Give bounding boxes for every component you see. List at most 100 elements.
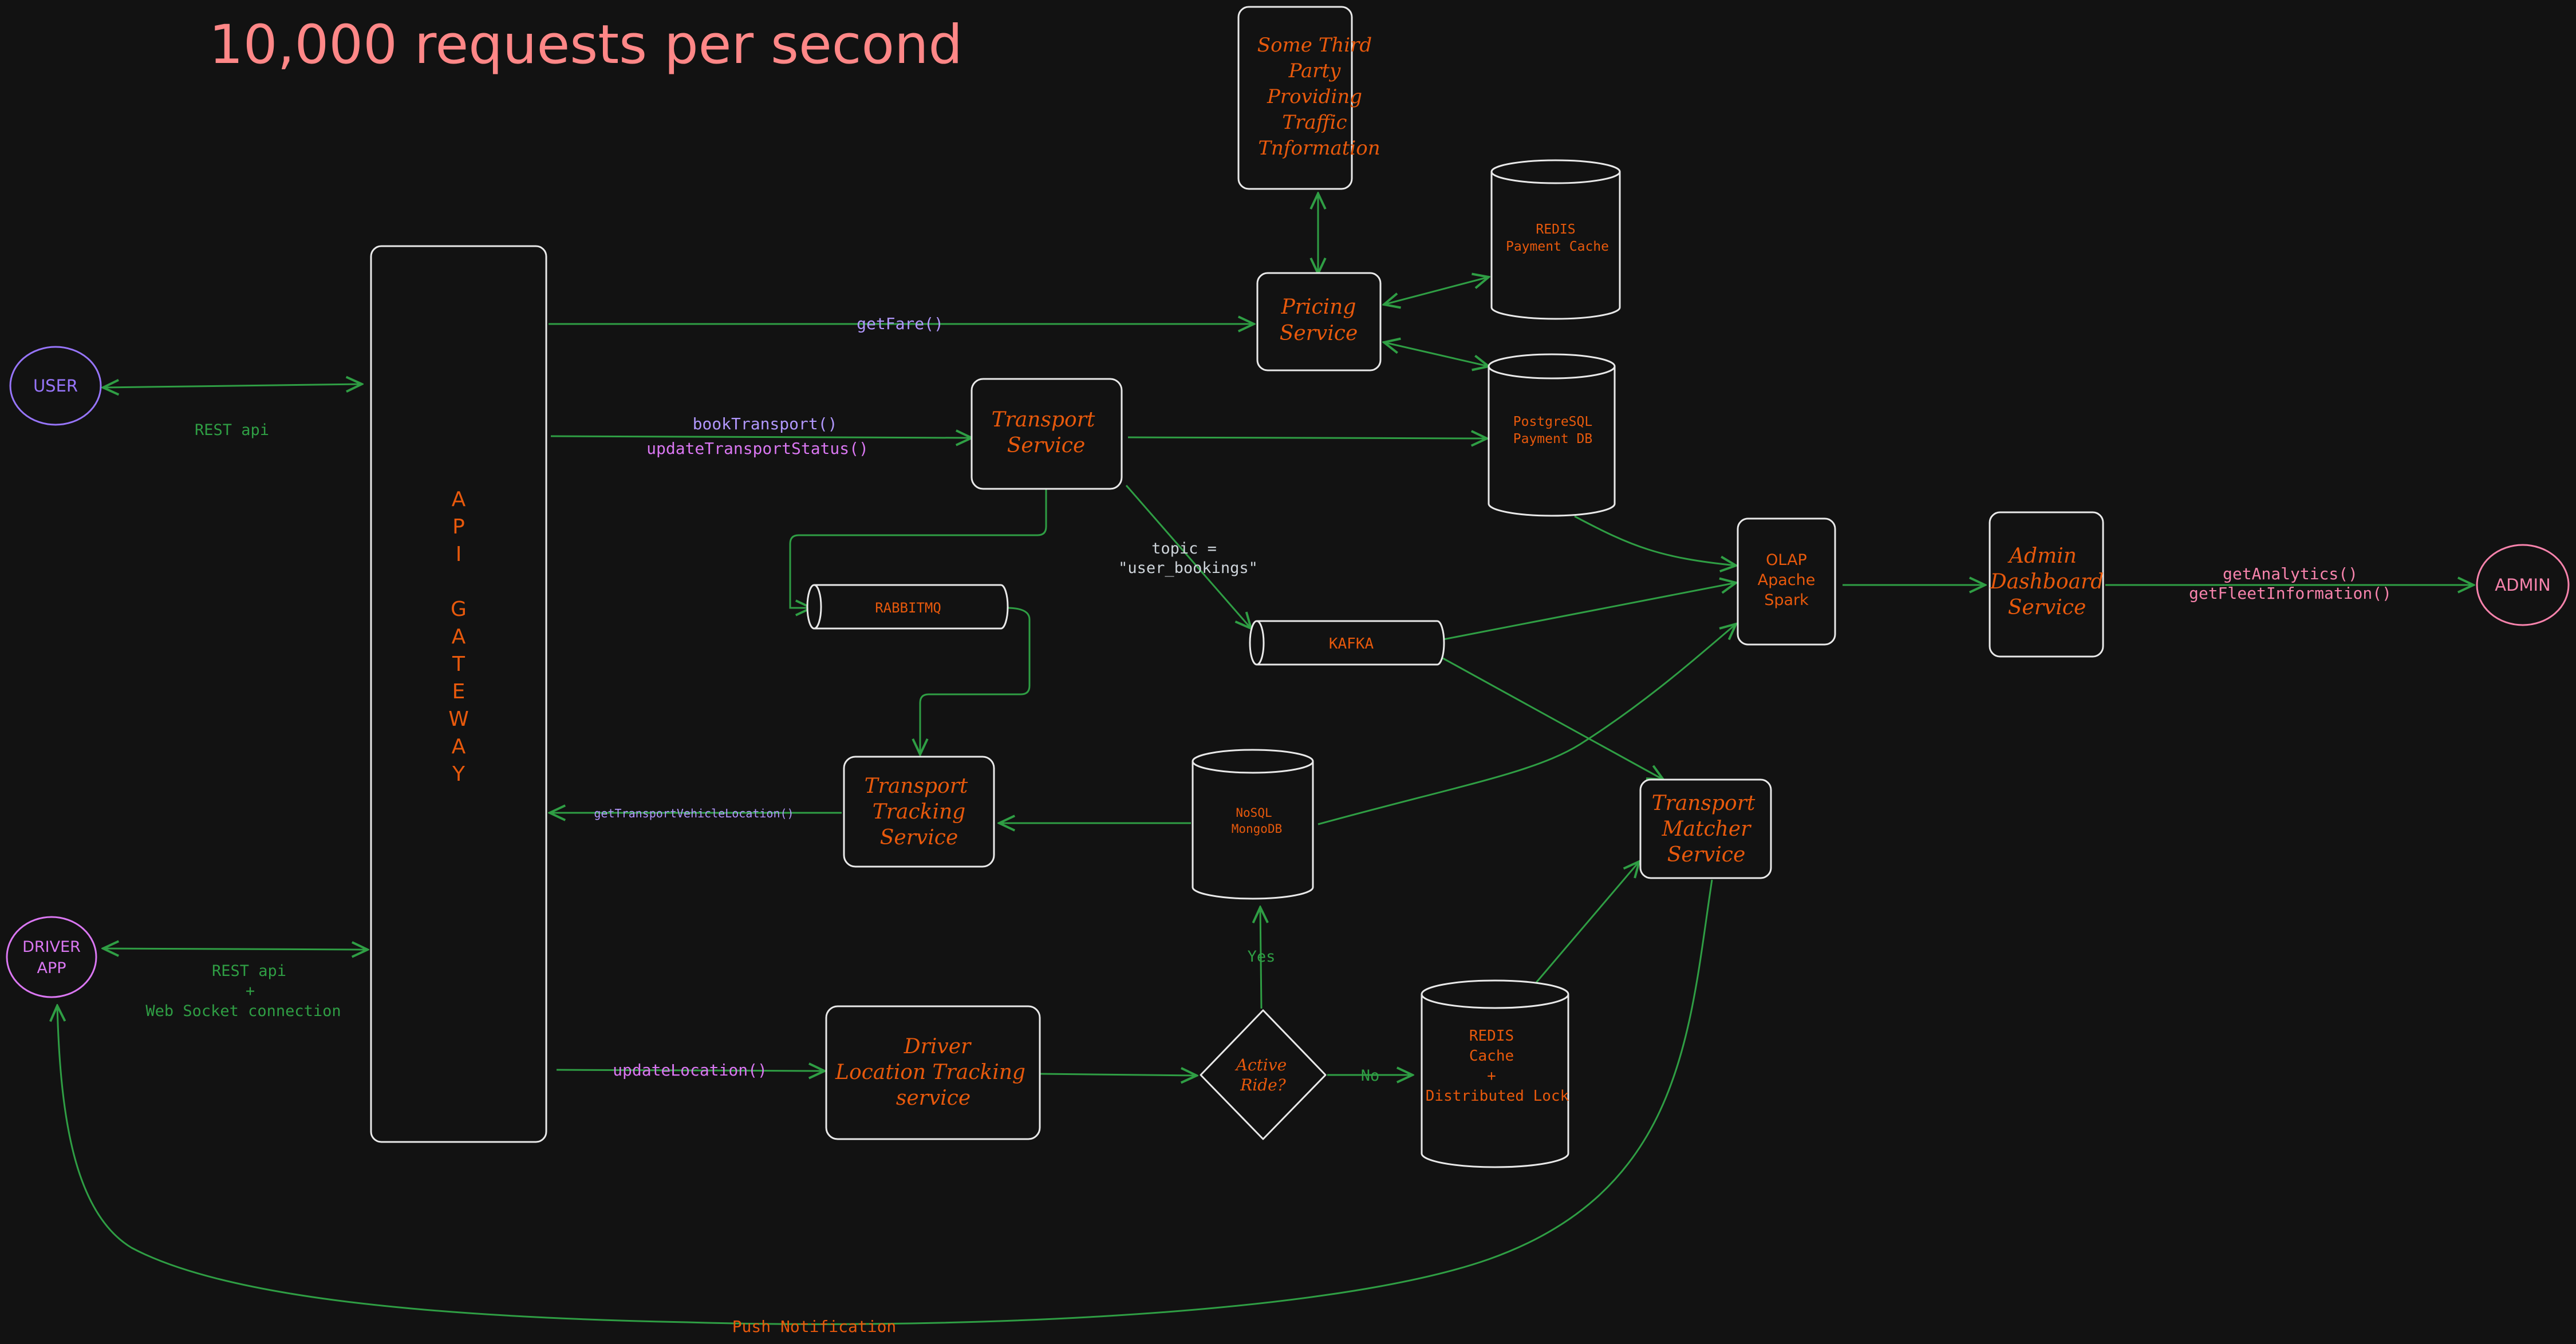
user-label: USER (33, 376, 78, 396)
edge-matcher-driver-push (57, 879, 1713, 1325)
admin-dashboard-line: Dashboard (1990, 570, 2104, 594)
driver-location-line: Location Tracking (835, 1061, 1025, 1084)
decision-line: Ride? (1240, 1076, 1287, 1094)
rabbitmq-body (814, 584, 1009, 630)
api-gateway-node[interactable]: A P I G A T E W A Y (370, 245, 547, 1143)
edge-driverloc-decision (1040, 1074, 1197, 1076)
edges (57, 193, 2474, 1325)
olap-line: Apache (1758, 571, 1816, 589)
kafka-end (1249, 620, 1265, 666)
redis-payment-body (1490, 172, 1621, 320)
redis-cache-lock-node[interactable]: REDIS Cache + Distributed Lock (1421, 979, 1569, 1168)
transport-tracking-line: Tracking (873, 800, 965, 824)
api-gateway-box (370, 245, 547, 1143)
gateway-letter: A (452, 488, 466, 511)
page-title: 10,000 requests per second (209, 14, 962, 76)
transport-service-box (971, 378, 1123, 490)
edge-gateway-transport (550, 436, 972, 438)
transport-tracking-line: Service (880, 826, 958, 849)
nosql-mongodb-node[interactable]: NoSQL MongoDB (1192, 749, 1314, 900)
driver-conn-label: Web Socket connection (145, 1002, 341, 1020)
third-party-line: Some Third (1257, 34, 1372, 57)
pricing-service-box (1256, 272, 1382, 371)
topic-label: "user_bookings" (1118, 559, 1258, 577)
redis-cache-line: + (1487, 1068, 1496, 1085)
rest-api-label: REST api (195, 421, 269, 439)
transport-service-line: Transport (992, 408, 1095, 432)
gateway-letter: T (452, 653, 466, 676)
redis-cache-line: Distributed Lock (1426, 1088, 1569, 1105)
third-party-line: Traffic (1282, 111, 1347, 134)
user-node[interactable]: USER (9, 346, 102, 426)
admin-dashboard-line: Service (2008, 596, 2086, 619)
redis-payment-top (1490, 159, 1621, 184)
edge-labels: 10,000 requests per second REST api REST… (145, 14, 2392, 1336)
gateway-letter: P (452, 515, 465, 539)
analytics-label: getAnalytics() (2223, 564, 2358, 583)
postgresql-payment-db-node[interactable]: PostgreSQL Payment DB (1488, 353, 1616, 517)
third-party-line: Party (1288, 60, 1342, 82)
transport-matcher-line: Transport (1652, 792, 1756, 815)
admin-node[interactable]: ADMIN (2476, 544, 2570, 626)
rabbitmq-queue-node[interactable]: RABBITMQ (806, 584, 1009, 630)
get-location-label: getTransportVehicleLocation() (594, 807, 794, 820)
edge-kafka-matcher (1442, 657, 1663, 780)
transport-matcher-node[interactable]: Transport Matcher Service (1639, 778, 1772, 879)
driver-conn-label: + (246, 982, 255, 1000)
admin-label: ADMIN (2495, 575, 2550, 595)
driver-app-circle (6, 916, 97, 998)
driver-app-label-line-2: APP (37, 959, 66, 977)
rabbitmq-label: RABBITMQ (875, 600, 941, 616)
gateway-letter: Y (452, 762, 466, 786)
gateway-letter: I (456, 543, 462, 566)
postgres-line: Payment DB (1513, 432, 1592, 446)
nosql-line: MongoDB (1232, 822, 1283, 836)
olap-node[interactable]: OLAP Apache Spark (1737, 517, 1836, 646)
admin-dashboard-node[interactable]: Admin Dashboard Service (1989, 511, 2104, 658)
admin-dashboard-box (1989, 511, 2104, 658)
postgres-body (1488, 366, 1616, 517)
edge-nosql-olap (1317, 624, 1736, 825)
gateway-letter: E (452, 680, 466, 703)
third-party-node[interactable]: Some Third Party Providing Traffic Tnfor… (1237, 6, 1380, 190)
no-label: No (1361, 1067, 1380, 1085)
driver-conn-label: REST api (212, 962, 286, 980)
transport-tracking-node[interactable]: Transport Tracking Service (843, 756, 995, 868)
third-party-label: Some Third Party Providing Traffic Tnfor… (1257, 34, 1380, 160)
driver-location-node[interactable]: Driver Location Tracking service (825, 1005, 1041, 1140)
book-transport-label: bookTransport() (693, 414, 838, 433)
edge-rabbitmq-tracking (920, 607, 1031, 754)
driver-app-node[interactable]: DRIVER APP (6, 916, 97, 998)
active-ride-decision[interactable]: Active Ride? (1200, 1009, 1327, 1140)
gateway-letter: A (452, 735, 466, 758)
kafka-queue-node[interactable]: KAFKA (1249, 620, 1445, 666)
decision-diamond (1200, 1009, 1327, 1140)
pricing-service-node[interactable]: Pricing Service (1256, 272, 1382, 371)
edge-redis-matcher (1533, 861, 1639, 985)
edge-kafka-olap (1443, 583, 1736, 641)
transport-service-line: Service (1007, 434, 1086, 457)
olap-line: OLAP (1766, 551, 1807, 569)
pricing-service-line: Pricing (1281, 295, 1356, 319)
third-party-line: Providing (1267, 85, 1362, 108)
update-status-label: updateTransportStatus() (646, 439, 869, 458)
transport-service-node[interactable]: Transport Service (971, 378, 1123, 490)
driver-app-label-line-1: DRIVER (22, 938, 81, 956)
gateway-letter: W (448, 707, 469, 731)
redis-cache-line: Cache (1469, 1047, 1514, 1065)
driver-location-line: service (896, 1086, 971, 1110)
yes-label: Yes (1248, 948, 1276, 966)
edge-user-gateway (103, 384, 362, 388)
redis-cache-body (1421, 994, 1569, 1168)
decision-line: Active (1234, 1056, 1287, 1074)
kafka-label: KAFKA (1329, 635, 1374, 653)
redis-payment-cache-node[interactable]: REDIS Payment Cache (1490, 159, 1621, 320)
driver-location-line: Driver (904, 1035, 972, 1058)
update-location-label: updateLocation() (613, 1061, 767, 1080)
olap-box (1737, 517, 1836, 646)
rabbitmq-end (806, 584, 822, 630)
push-notification-label: Push Notification (732, 1317, 897, 1336)
edge-postgres-olap (1574, 515, 1736, 566)
user-circle (9, 346, 102, 426)
